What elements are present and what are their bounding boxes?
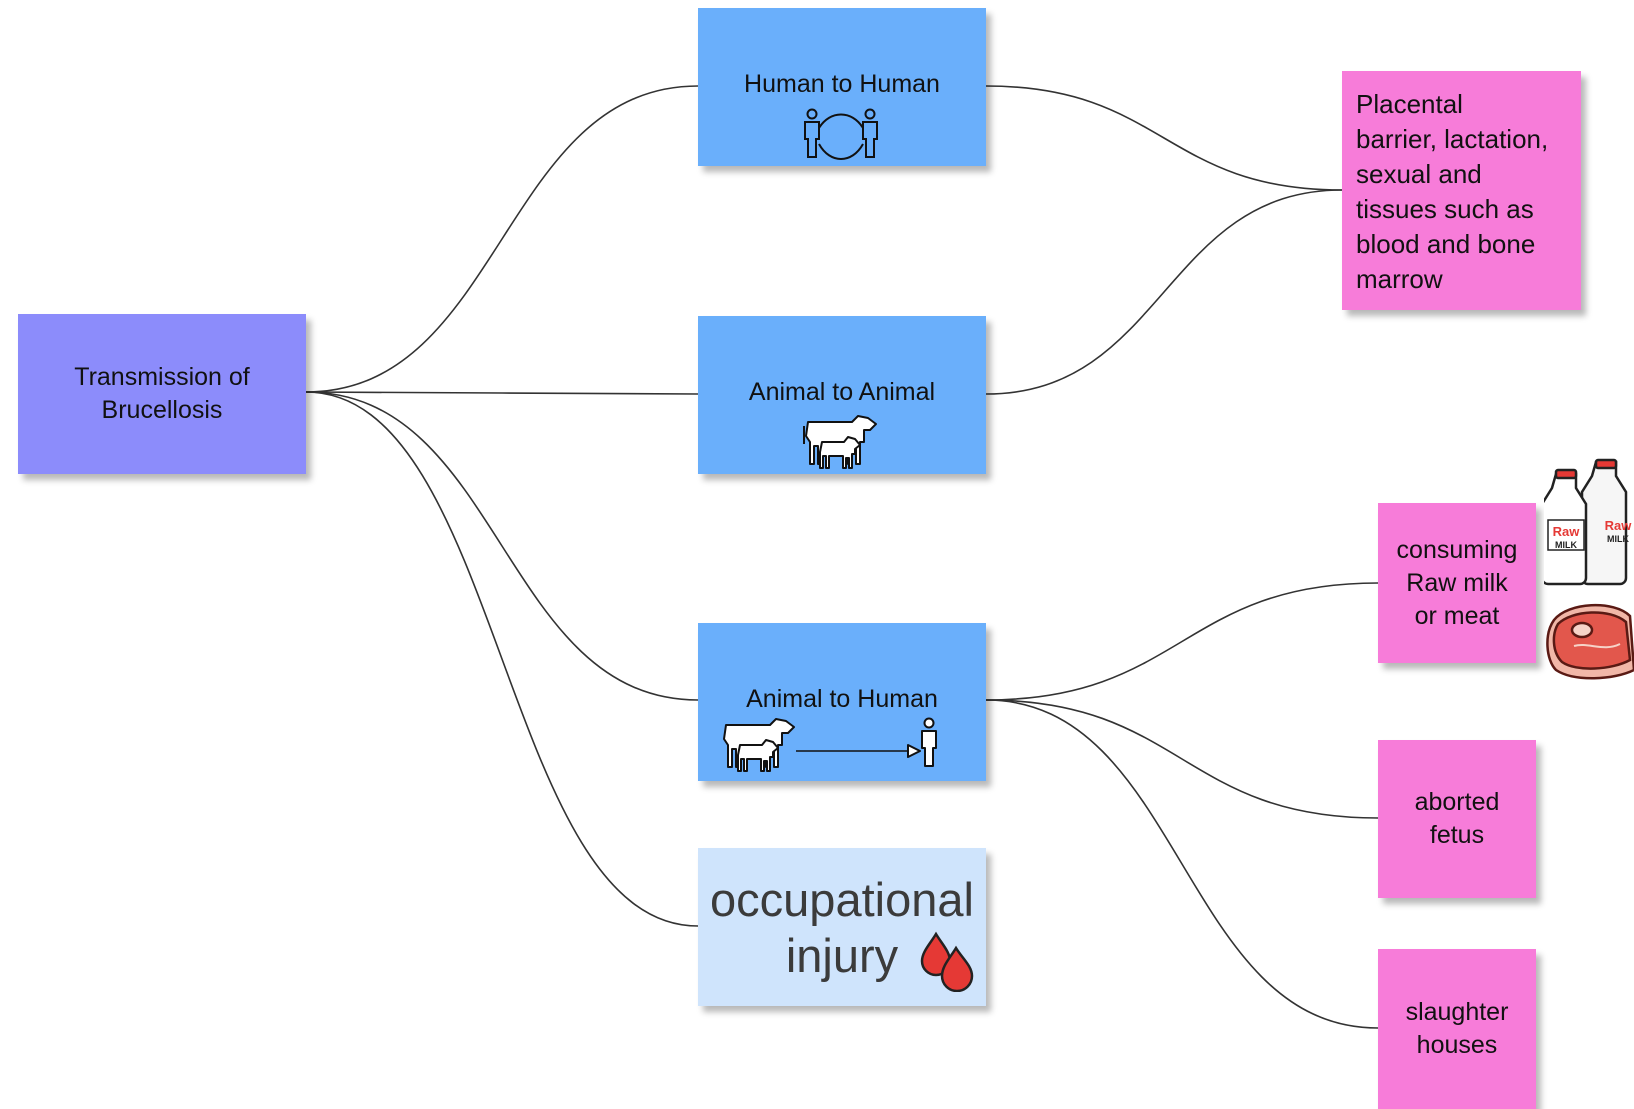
connector-root-to-occupational-injury <box>305 391 699 927</box>
node-consuming-raw-milk[interactable]: consuming Raw milk or meat <box>1378 503 1536 663</box>
connector-animal-to-animal-to-placental <box>985 189 1343 395</box>
node-aborted-fetus[interactable]: aborted fetus <box>1378 740 1536 898</box>
cow-and-goat-icon <box>803 415 877 469</box>
node-label: consuming Raw milk or meat <box>1396 535 1518 630</box>
raw-milk-bottles-icon[interactable]: Raw MILK Raw MILK <box>1544 458 1634 588</box>
node-animal-to-human[interactable]: Animal to Human <box>698 623 986 781</box>
connector-human-to-human-to-placental <box>985 85 1343 191</box>
animal-to-person-arrow-icon <box>723 717 937 772</box>
node-label: occupational injury <box>710 873 974 982</box>
connector-animal-to-human-to-slaughter <box>985 699 1379 1029</box>
node-label: slaughter houses <box>1405 998 1509 1059</box>
node-human-to-human[interactable]: Human to Human <box>698 8 986 166</box>
connector-root-to-animal-to-human <box>305 391 699 701</box>
node-placental-barrier[interactable]: Placental barrier, lactation, sexual and… <box>1342 71 1581 310</box>
node-transmission-of-brucellosis[interactable]: Transmission of Brucellosis <box>18 314 306 474</box>
milk-label-big-back: Raw <box>1605 518 1633 533</box>
node-slaughter-houses[interactable]: slaughter houses <box>1378 949 1536 1109</box>
two-people-icon <box>804 108 878 160</box>
steak-icon[interactable] <box>1544 600 1634 682</box>
node-label: Animal to Human <box>746 685 938 713</box>
node-label: aborted fetus <box>1414 788 1500 849</box>
connector-root-to-animal-to-animal <box>305 391 699 395</box>
milk-label-small-back: MILK <box>1607 534 1629 544</box>
node-label: Placental barrier, lactation, sexual and… <box>1356 89 1549 294</box>
node-occupational-injury[interactable]: occupational injury <box>698 848 986 1006</box>
connector-animal-to-human-to-aborted <box>985 699 1379 819</box>
connector-animal-to-human-to-consuming <box>985 582 1379 701</box>
node-animal-to-animal[interactable]: Animal to Animal <box>698 316 986 474</box>
blood-drops-icon <box>920 931 974 992</box>
node-label: Transmission of Brucellosis <box>74 363 250 424</box>
milk-label-big: Raw <box>1553 524 1581 539</box>
node-label: Animal to Animal <box>748 378 936 406</box>
node-label: Human to Human <box>744 70 940 98</box>
connector-root-to-human-to-human <box>305 85 699 393</box>
milk-label-small: MILK <box>1555 540 1577 550</box>
